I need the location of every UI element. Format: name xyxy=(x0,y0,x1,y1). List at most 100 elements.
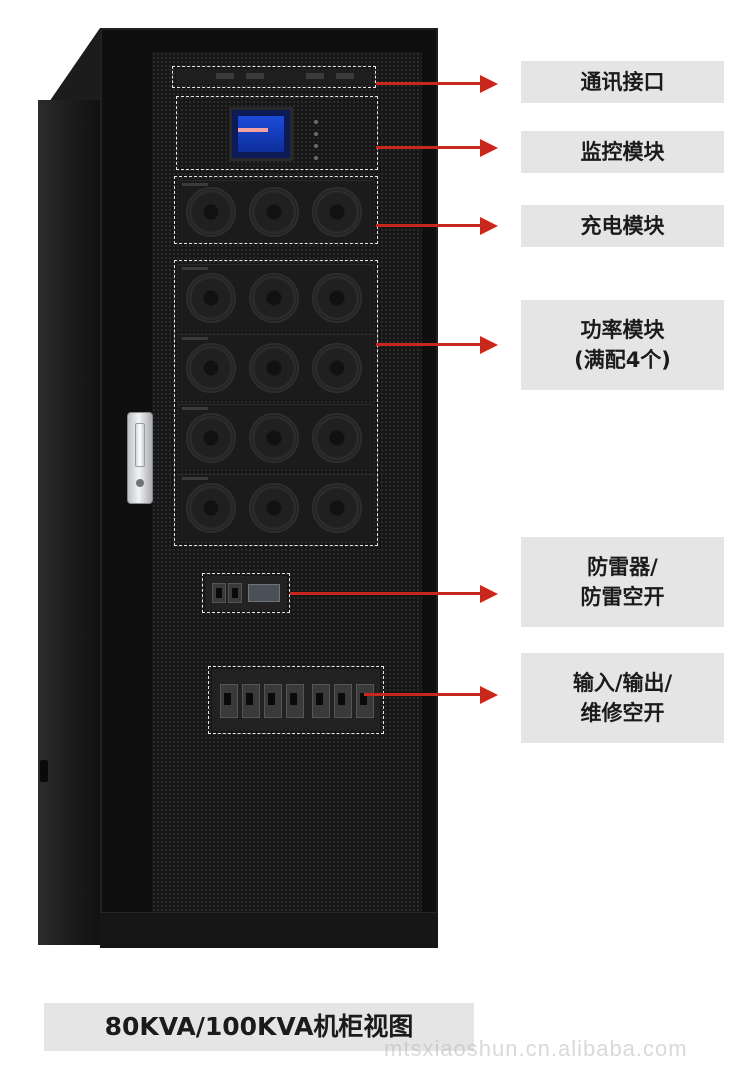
arrow-head-icon xyxy=(480,216,498,235)
breaker-toggle xyxy=(360,693,367,705)
input-breaker xyxy=(242,684,260,718)
output-breaker xyxy=(264,684,282,718)
label-text: 充电模块 xyxy=(580,214,665,238)
fan-icon xyxy=(312,483,362,533)
comm-port xyxy=(306,73,324,79)
module-label-plate xyxy=(182,267,208,270)
breaker-toggle xyxy=(268,693,275,705)
led-indicator xyxy=(314,132,318,136)
fan-icon xyxy=(186,343,236,393)
breaker-region xyxy=(208,666,384,734)
breaker-toggle xyxy=(232,588,238,598)
fan-icon xyxy=(249,413,299,463)
fan-icon xyxy=(312,273,362,323)
breaker-toggle xyxy=(316,693,323,705)
breaker-toggle xyxy=(338,693,345,705)
comm-port xyxy=(246,73,264,79)
breaker-toggle xyxy=(216,588,222,598)
power-module-region xyxy=(174,260,378,546)
led-indicator xyxy=(314,120,318,124)
arrow-head-icon xyxy=(480,584,498,603)
label-text: 输入/输出/ xyxy=(572,671,673,695)
surge-breaker xyxy=(212,583,226,603)
label-text: (满配4个) xyxy=(574,348,671,372)
label-text: 通讯接口 xyxy=(580,70,665,94)
led-indicator xyxy=(314,156,318,160)
lcd-display xyxy=(238,116,284,152)
label-power-module: 功率模块 (满配4个) xyxy=(521,300,724,390)
label-text: 防雷器/ xyxy=(587,555,658,579)
cabinet-base xyxy=(100,912,438,948)
power-module xyxy=(178,264,374,330)
arrow-breakers xyxy=(364,693,482,696)
breaker-panel xyxy=(212,670,380,730)
fan-icon xyxy=(312,343,362,393)
label-text: 监控模块 xyxy=(580,140,665,164)
arrow-surge-protector xyxy=(290,592,482,595)
surge-breaker xyxy=(228,583,242,603)
cabinet-side-latch xyxy=(40,760,48,782)
comm-port xyxy=(216,73,234,79)
label-surge-protector: 防雷器/ 防雷空开 xyxy=(521,537,724,627)
arrow-head-icon xyxy=(480,335,498,354)
breaker-toggle xyxy=(290,693,297,705)
fan-icon xyxy=(312,413,362,463)
label-monitor-module: 监控模块 xyxy=(521,131,724,173)
arrow-head-icon xyxy=(480,138,498,157)
figure-caption: 80KVA/100KVA机柜视图 xyxy=(44,1003,474,1051)
cabinet-side-panel xyxy=(38,100,100,945)
label-comm-interface: 通讯接口 xyxy=(521,61,724,103)
lcd-status-bar xyxy=(238,128,268,132)
comm-interface-region xyxy=(172,66,376,88)
input-breaker xyxy=(220,684,238,718)
fan-icon xyxy=(186,187,236,237)
arrow-comm-interface xyxy=(376,82,482,85)
label-text: 功率模块 xyxy=(580,318,665,342)
door-handle xyxy=(127,412,153,504)
arrow-power-module xyxy=(376,343,482,346)
maintenance-breaker xyxy=(334,684,352,718)
comm-port xyxy=(336,73,354,79)
fan-icon xyxy=(186,413,236,463)
maintenance-breaker xyxy=(356,684,374,718)
surge-protector-panel xyxy=(206,576,286,610)
power-module xyxy=(178,334,374,400)
watermark-text: mtsxiaoshun.cn.alibaba.com xyxy=(384,1036,688,1061)
label-charger-module: 充电模块 xyxy=(521,205,724,247)
surge-protective-device xyxy=(248,584,280,602)
module-label-plate xyxy=(182,477,208,480)
output-breaker xyxy=(286,684,304,718)
fan-icon xyxy=(249,187,299,237)
breaker-toggle xyxy=(246,693,253,705)
label-text: 维修空开 xyxy=(580,701,665,725)
label-text: 防雷空开 xyxy=(580,585,665,609)
module-label-plate xyxy=(182,183,208,186)
charger-module-region xyxy=(174,176,378,244)
monitor-module-region xyxy=(176,96,378,170)
fan-icon xyxy=(186,483,236,533)
handle-grip xyxy=(135,423,145,467)
fan-icon xyxy=(249,483,299,533)
arrow-charger-module xyxy=(376,224,482,227)
label-breakers: 输入/输出/ 维修空开 xyxy=(521,653,724,743)
lock-icon xyxy=(136,479,144,487)
breaker-toggle xyxy=(224,693,231,705)
surge-protector-region xyxy=(202,573,290,613)
power-module xyxy=(178,404,374,470)
monitor-lcd-screen xyxy=(229,107,293,161)
maintenance-breaker xyxy=(312,684,330,718)
module-label-plate xyxy=(182,407,208,410)
comm-interface-strip xyxy=(176,70,372,84)
fan-icon xyxy=(249,273,299,323)
fan-icon xyxy=(249,343,299,393)
arrow-head-icon xyxy=(480,74,498,93)
fan-icon xyxy=(312,187,362,237)
arrow-head-icon xyxy=(480,685,498,704)
fan-icon xyxy=(186,273,236,323)
power-module xyxy=(178,474,374,540)
charger-module xyxy=(178,180,374,242)
arrow-monitor-module xyxy=(376,146,482,149)
module-label-plate xyxy=(182,337,208,340)
led-indicator xyxy=(314,144,318,148)
